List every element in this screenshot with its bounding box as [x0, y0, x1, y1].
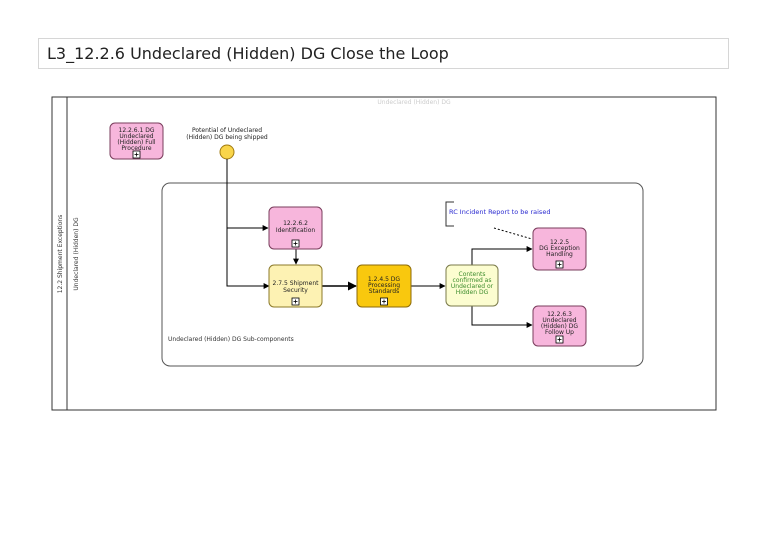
- svg-text:Standards: Standards: [369, 288, 399, 295]
- task-12-2-5[interactable]: 12.2.5 DG Exception Handling: [532, 227, 587, 271]
- svg-text:1.2.4.5 DG: 1.2.4.5 DG: [368, 276, 401, 283]
- task-12-2-6-1[interactable]: 12.2.6.1 DG Undeclared (Hidden) Full Pro…: [109, 122, 164, 160]
- svg-text:Follow Up: Follow Up: [545, 329, 574, 336]
- task-12-2-6-2[interactable]: 12.2.6.2 Identification: [268, 206, 323, 250]
- flow-start-to-security: [226, 228, 270, 289]
- svg-text:(Hidden) DG: (Hidden) DG: [541, 323, 578, 330]
- svg-text:DG Exception: DG Exception: [539, 245, 580, 252]
- start-event[interactable]: [219, 144, 235, 160]
- annotation-text: RC Incident Report to be raised: [449, 208, 550, 216]
- pool-top-label: Undeclared (Hidden) DG: [377, 99, 451, 106]
- svg-text:12.2.6.1 DG: 12.2.6.1 DG: [119, 127, 155, 134]
- svg-text:Hidden DG: Hidden DG: [456, 289, 489, 296]
- svg-text:Undeclared or: Undeclared or: [451, 283, 494, 290]
- pool-label: 12.2 Shipment Exceptions: [57, 215, 64, 294]
- lane-label: Undeclared (Hidden) DG: [73, 217, 80, 291]
- svg-text:Contents: Contents: [459, 271, 486, 278]
- task-1-2-4-5[interactable]: 1.2.4.5 DG Processing Standards: [356, 264, 412, 308]
- svg-text:confirmed as: confirmed as: [453, 277, 492, 284]
- task-12-2-6-3[interactable]: 12.2.6.3 Undeclared (Hidden) DG Follow U…: [532, 305, 587, 347]
- svg-text:Undeclared: Undeclared: [542, 317, 576, 324]
- annotation-bracket: [445, 201, 454, 227]
- start-event-label-2: (Hidden) DG being shipped: [186, 134, 268, 141]
- svg-text:Handling: Handling: [546, 251, 573, 258]
- page-title: L3_12.2.6 Undeclared (Hidden) DG Close t…: [47, 44, 449, 63]
- expand-icon[interactable]: [132, 150, 141, 159]
- svg-text:Security: Security: [283, 287, 308, 294]
- subprocess-label: Undeclared (Hidden) DG Sub-components: [168, 336, 294, 343]
- start-event-label-1: Potential of Undeclared: [192, 127, 262, 134]
- svg-text:2.7.5 Shipment: 2.7.5 Shipment: [273, 280, 320, 287]
- svg-text:(Hidden) Full: (Hidden) Full: [117, 139, 155, 146]
- svg-text:Identification: Identification: [276, 227, 316, 234]
- expand-icon[interactable]: [291, 297, 300, 306]
- decision-contents-confirmed[interactable]: Contents confirmed as Undeclared or Hidd…: [445, 264, 499, 307]
- svg-text:Procedure: Procedure: [121, 145, 151, 152]
- flow-gateway-to-followup: [471, 306, 533, 328]
- annotation-association: [493, 227, 533, 240]
- expand-icon[interactable]: [380, 297, 388, 306]
- expand-icon[interactable]: [291, 239, 300, 248]
- expand-icon[interactable]: [555, 335, 564, 344]
- title-bar: L3_12.2.6 Undeclared (Hidden) DG Close t…: [38, 38, 729, 69]
- svg-text:Undeclared: Undeclared: [119, 133, 153, 140]
- flow-gateway-to-exception: [471, 246, 533, 265]
- expand-icon[interactable]: [555, 260, 564, 269]
- svg-text:12.2.6.3: 12.2.6.3: [547, 311, 572, 318]
- task-2-7-5[interactable]: 2.7.5 Shipment Security: [268, 264, 323, 308]
- svg-text:12.2.6.2: 12.2.6.2: [283, 220, 308, 227]
- svg-text:Processing: Processing: [368, 282, 400, 289]
- svg-text:12.2.5: 12.2.5: [550, 239, 569, 246]
